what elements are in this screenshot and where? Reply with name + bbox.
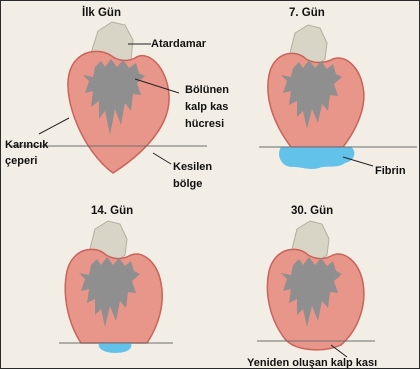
panel-title: 30. Gün xyxy=(291,205,333,218)
label-regenerated: Yeniden oluşan kalp kası xyxy=(247,357,377,370)
heart-diagram-day-7 xyxy=(211,1,420,185)
pointer-cut xyxy=(153,153,171,164)
panel-day-30: 30. Gün Yeniden oluşan kalp kası xyxy=(211,185,420,369)
label-wall-1: Karıncık xyxy=(5,139,48,152)
fibrin-clot xyxy=(279,147,354,169)
label-cut-1: Kesilen xyxy=(173,161,212,174)
label-artery: Atardamar xyxy=(151,38,206,51)
label-wall-2: çeperi xyxy=(5,155,37,168)
panel-title: 14. Gün xyxy=(91,205,133,218)
panel-title: İlk Gün xyxy=(82,7,121,20)
panel-day-7: 7. Gün Fibrin xyxy=(211,1,420,185)
fibrin-clot xyxy=(99,343,132,353)
pointer-regenerated xyxy=(331,345,347,357)
panel-day-14: 14. Gün xyxy=(1,185,211,369)
pointer-wall xyxy=(39,118,69,134)
panel-day-1: İlk Gün Atardamar Bölünen kalp kas hücre… xyxy=(1,1,211,185)
label-fibrin: Fibrin xyxy=(375,165,406,178)
panel-title: 7. Gün xyxy=(289,7,325,20)
